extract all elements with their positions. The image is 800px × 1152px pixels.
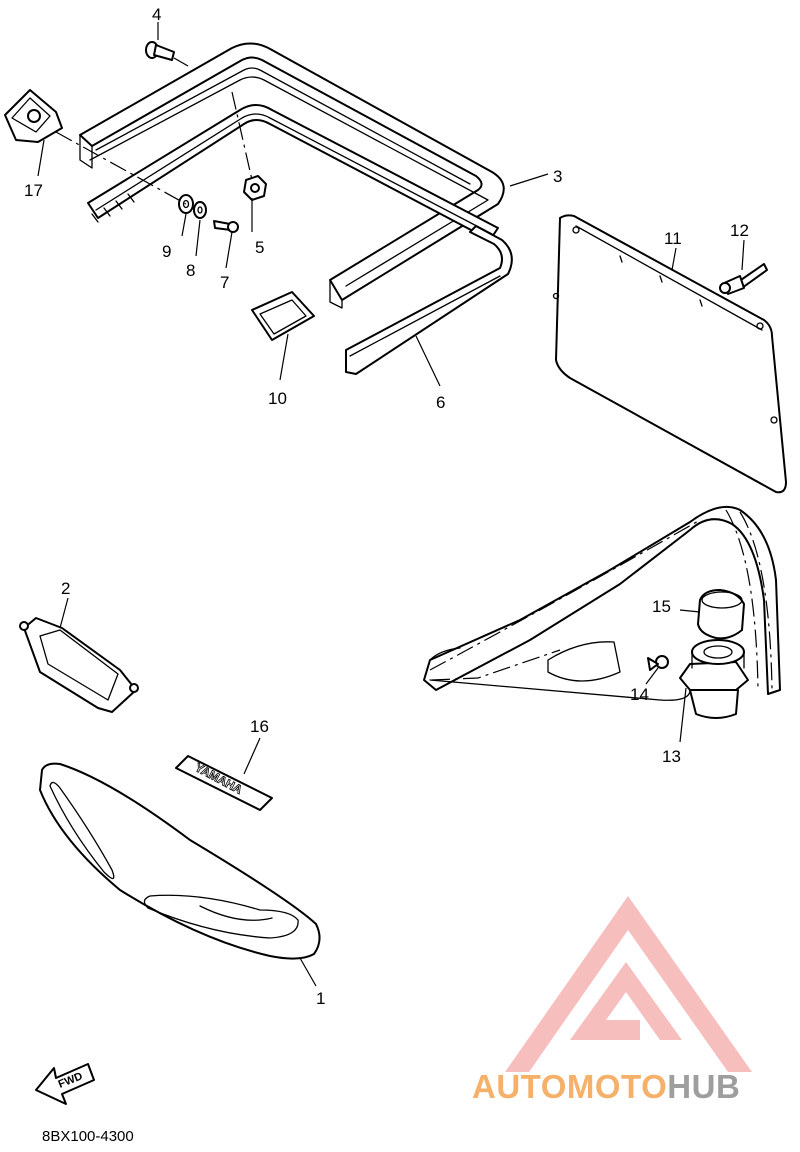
callout-6: 6: [436, 393, 445, 412]
callout-17: 17: [24, 181, 43, 200]
callout-4: 4: [152, 5, 161, 24]
part-1-side-cover: [39, 762, 321, 960]
callout-11: 11: [664, 229, 682, 248]
callout-2: 2: [61, 579, 70, 598]
callout-labels: 4 3 17 9 8 7 5 10 6 11 12 15 14 13 2 16 …: [24, 5, 749, 1008]
brand-part2: HUB: [667, 1068, 741, 1105]
part-7-screw: [213, 220, 239, 233]
callout-16: 16: [250, 717, 269, 736]
watermark-brand: AUTOMOTOHUB: [472, 1068, 794, 1106]
callout-10: 10: [268, 389, 287, 408]
part-13-grommet: [679, 639, 749, 719]
part-3-frame: [79, 42, 505, 309]
part-15-cap: [697, 589, 745, 640]
callout-15: 15: [652, 597, 671, 616]
brand-part1: AUTOMOTO: [472, 1068, 668, 1105]
callout-9: 9: [162, 242, 171, 261]
part-16-decal: YAMAHA: [175, 755, 273, 811]
callout-12: 12: [730, 221, 749, 240]
part-code: 8BX100-4300: [42, 1128, 134, 1145]
part-5-nut: [243, 175, 267, 201]
part-6-seal-strip: [345, 225, 513, 375]
watermark-logo: [505, 896, 752, 1072]
callout-14: 14: [630, 685, 649, 704]
part-17-bracket: [4, 89, 63, 143]
callout-13: 13: [662, 747, 681, 766]
leader-lines: [37, 22, 745, 987]
callout-5: 5: [255, 238, 264, 257]
part-11-panel: [552, 214, 787, 494]
part-10-pad: [251, 291, 315, 341]
part-8-washer: [193, 201, 207, 219]
callout-8: 8: [186, 261, 195, 280]
part-4-bolt: [145, 41, 175, 61]
part-12-screw: [719, 263, 768, 295]
part-2-vent: [19, 617, 139, 713]
part-14-clip: [647, 655, 669, 671]
callout-7: 7: [220, 273, 229, 292]
fwd-arrow-icon: FWD: [35, 1063, 95, 1105]
callout-1: 1: [316, 989, 325, 1008]
callout-3: 3: [553, 167, 562, 186]
